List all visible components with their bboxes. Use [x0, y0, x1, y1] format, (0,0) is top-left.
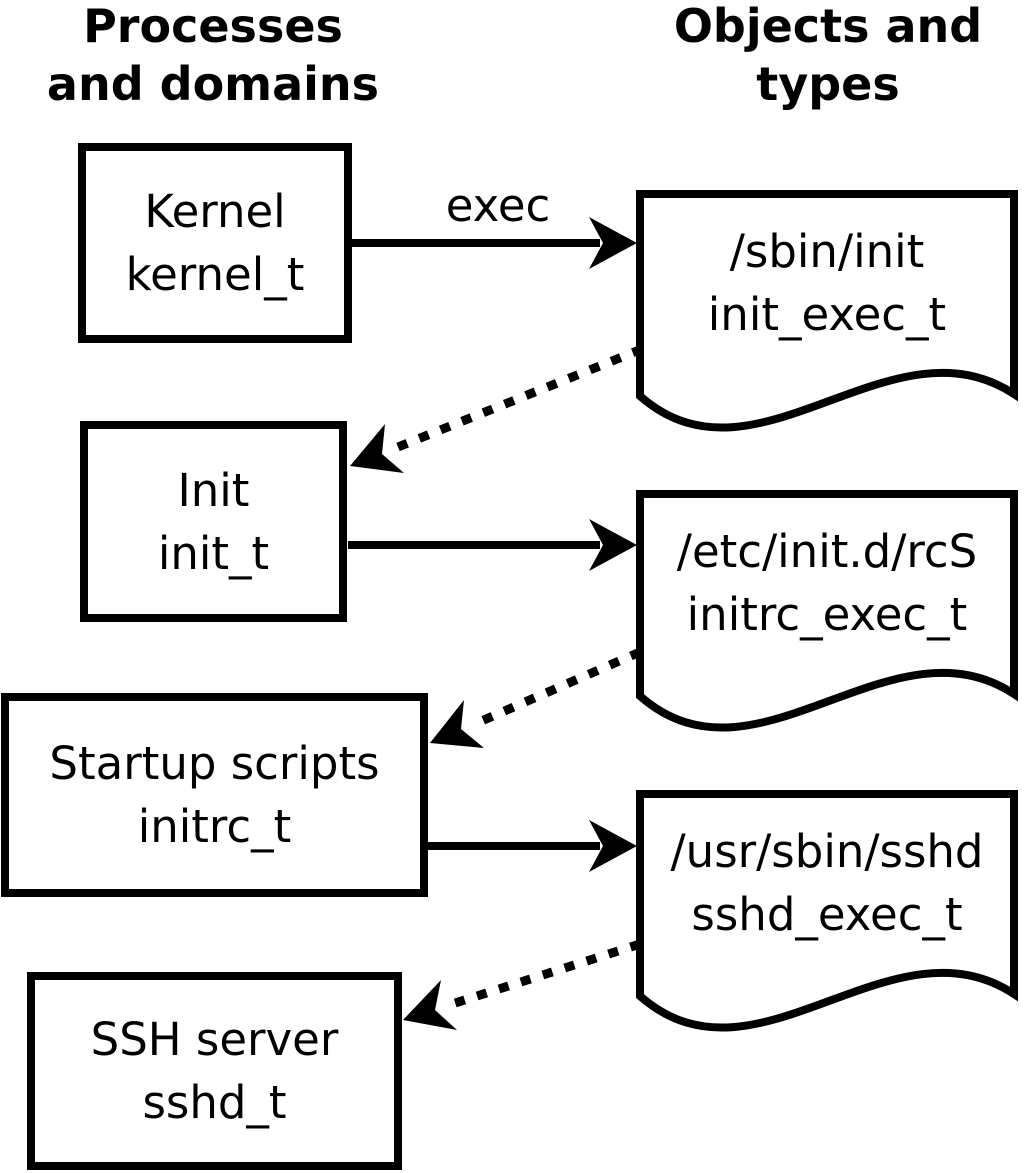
objects-column-heading: Objects and types [673, 0, 983, 111]
transition-arrow-sshd-to-sshd [403, 939, 642, 1030]
file-path: /usr/sbin/sshd [670, 825, 984, 878]
document-shape-usr-sbin-sshd [636, 790, 1018, 1032]
process-box-ssh-server: SSH server sshd_t [27, 972, 402, 1170]
domain-type: init_t [157, 526, 270, 580]
domain-type: sshd_t [142, 1076, 287, 1129]
process-name: SSH server [90, 1013, 339, 1066]
file-path: /etc/init.d/rcS [676, 525, 978, 578]
exec-arrow-kernel-to-sbin-init [350, 217, 637, 269]
exec-arrow-init-to-rcs [348, 519, 637, 571]
object-doc-label-sbin-init: /sbin/init init_exec_t [640, 194, 1014, 372]
domain-type: kernel_t [125, 248, 305, 301]
object-doc-label-usr-sbin-sshd: /usr/sbin/sshd sshd_exec_t [640, 794, 1014, 972]
transition-arrow-sbin-init-to-init [350, 344, 644, 473]
exec-arrow-initrc-to-sshd [428, 820, 637, 872]
exec-arrow-label: exec [445, 179, 551, 232]
file-path: /sbin/init [729, 225, 925, 278]
process-box-init: Init init_t [80, 421, 347, 622]
process-name: Init [177, 463, 250, 517]
file-type: init_exec_t [707, 288, 947, 341]
domain-type: initrc_t [137, 800, 292, 853]
processes-column-heading: Processes and domains [46, 0, 380, 111]
document-shape-sbin-init [636, 190, 1018, 432]
process-box-kernel: Kernel kernel_t [78, 143, 352, 343]
transition-arrow-rcs-to-initrc [430, 647, 642, 748]
object-doc-label-etc-initd-rcs: /etc/init.d/rcS initrc_exec_t [640, 494, 1014, 672]
process-box-startup-scripts: Startup scripts initrc_t [1, 693, 428, 897]
file-type: initrc_exec_t [686, 588, 968, 641]
process-name: Startup scripts [49, 737, 380, 790]
document-shape-etc-initd-rcs [636, 490, 1018, 732]
process-name: Kernel [144, 185, 286, 238]
file-type: sshd_exec_t [691, 888, 963, 941]
